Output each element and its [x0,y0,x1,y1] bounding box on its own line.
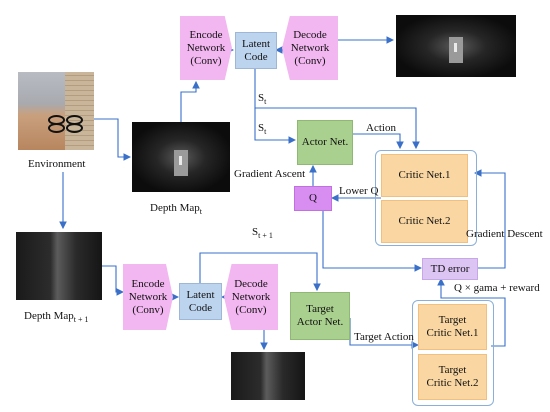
environment-label: Environment [28,158,86,170]
label-q-gama-reward: Q × gama + reward [454,282,540,294]
latent-code-top: Latent Code [235,32,277,69]
arrow-gradient-descent [473,169,506,269]
arrow-depth-encode [180,80,200,122]
decode-network-top: Decode Network (Conv) [282,16,338,80]
arrow-target-action [349,318,420,349]
decoded-depth-bottom-image [231,352,305,400]
critic-net-2: Critic Net.2 [381,200,468,243]
arrow-q-td [322,211,423,272]
arrow-action [352,133,404,150]
label-gradient-ascent: Gradient Ascent [234,168,306,180]
q-node: Q [294,186,332,211]
arrow-depth-encode-bot [100,265,125,296]
environment-image [18,72,94,150]
depth-map-t-label: Depth Mapt [150,202,203,217]
actor-net: Actor Net. [297,120,353,165]
arrow-env-depth [93,118,132,161]
depth-map-t-image [132,122,230,192]
label-action: Action [366,122,396,134]
decode-network-bottom: Decode Network (Conv) [224,264,278,330]
encode-network-top: Encode Network (Conv) [180,16,232,80]
arrow-latent-target-actor [199,252,321,292]
label-s-t-top: St [258,92,267,107]
target-critic-group-bracket [412,300,494,406]
label-target-action: Target Action [354,331,414,343]
decoded-depth-top-image [396,15,516,77]
label-s-t1: St + 1 [252,226,273,241]
arrow-target-td [437,277,506,347]
critic-group-bracket [375,150,477,246]
td-error: TD error [422,258,478,280]
target-critic-net-1: Target Critic Net.1 [418,304,487,350]
encode-network-bottom: Encode Network (Conv) [123,264,173,330]
depth-map-t1-label: Depth Mapt + 1 [24,310,89,325]
arrow-latent-critic [254,69,420,150]
label-s-t-actor: St [258,122,267,137]
arrow-latent-actor [254,108,297,144]
label-gradient-descent: Gradient Descent [466,228,543,240]
depth-map-t1-image [16,232,102,300]
label-lower-q: Lower Q [339,185,379,197]
target-actor-net: Target Actor Net. [290,292,350,340]
latent-code-bottom: Latent Code [179,283,222,320]
critic-net-1: Critic Net.1 [381,154,468,197]
target-critic-net-2: Target Critic Net.2 [418,354,487,400]
